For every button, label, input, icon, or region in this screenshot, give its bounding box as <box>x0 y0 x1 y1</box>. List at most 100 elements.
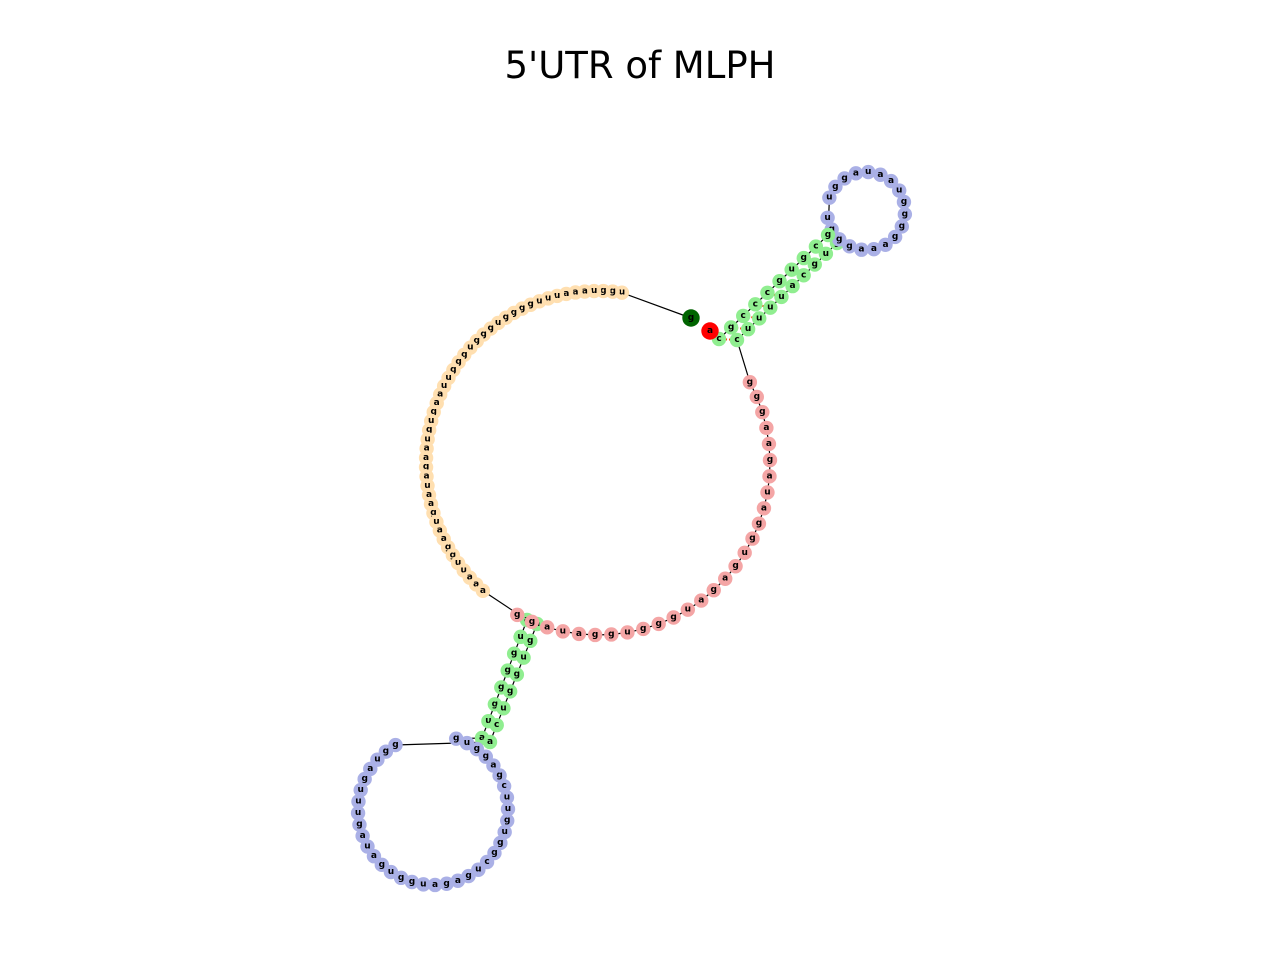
nucleotide-marker <box>496 778 512 794</box>
nucleotide-label: c <box>801 270 806 280</box>
nucleotide-label: u <box>824 213 830 223</box>
nucleotide-label: a <box>473 579 479 589</box>
hairpin-nucleotide: u <box>820 210 835 225</box>
nucleotide-marker <box>509 667 525 682</box>
nucleotide-marker <box>866 241 882 257</box>
nucleotide-label: u <box>778 292 784 302</box>
hairpin-nucleotide: g <box>828 179 843 195</box>
stem-nucleotide: u <box>763 300 778 315</box>
stem-nucleotide: g <box>772 274 787 289</box>
nucleotide-label: g <box>901 197 907 207</box>
nucleotide-label: g <box>379 860 385 870</box>
stem-nucleotide: a <box>482 734 498 750</box>
interior-nucleotide: g <box>510 607 525 623</box>
nucleotide-label: a <box>858 245 864 255</box>
hairpin-nucleotide: g <box>837 171 852 186</box>
interior-nucleotide: u <box>680 602 696 617</box>
nucleotide-marker <box>751 516 767 531</box>
nucleotide-label: g <box>450 550 456 560</box>
stem-nucleotide: u <box>784 262 799 277</box>
nucleotide-label: g <box>492 699 498 709</box>
interior-nucleotide: u <box>620 625 635 640</box>
nucleotide-label: u <box>865 167 871 177</box>
nucleotide-label: g <box>527 636 533 646</box>
nucleotide-label: u <box>433 517 439 527</box>
nucleotide-label: u <box>560 626 566 636</box>
hairpin-nucleotide: u <box>351 794 366 809</box>
nucleotide-label: g <box>902 209 908 219</box>
nucleotide-label: g <box>496 770 502 780</box>
nucleotide-marker <box>894 219 910 234</box>
nucleotide-label: u <box>741 548 747 558</box>
nucleotide-marker <box>896 194 912 210</box>
start-nucleotide: g <box>682 309 700 327</box>
nucleotide-marker <box>680 602 696 617</box>
nucleotide-marker <box>745 531 760 546</box>
nucleotide-label: u <box>355 808 361 818</box>
nucleotide-marker <box>828 179 843 195</box>
nucleotide-marker <box>500 813 515 828</box>
nucleotide-marker <box>762 469 777 484</box>
nucleotide-label: a <box>423 472 429 482</box>
nucleotide-marker <box>762 452 778 468</box>
nucleotide-label: a <box>563 289 569 299</box>
interior-nucleotide: g <box>666 610 681 625</box>
nucleotide-label: g <box>398 873 404 883</box>
stem-nucleotide: g <box>502 684 518 699</box>
nucleotide-label: g <box>529 617 535 627</box>
nucleotide-marker <box>820 227 836 243</box>
nucleotide-label: g <box>767 455 773 465</box>
nucleotide-label: g <box>450 365 456 375</box>
nucleotide-label: a <box>582 287 588 297</box>
nucleotide-marker <box>749 389 765 405</box>
nucleotide-label: g <box>732 561 738 571</box>
nucleotide-label: u <box>495 318 501 328</box>
nucleotide-label: u <box>441 381 447 391</box>
nucleotide-label: a <box>882 240 888 250</box>
stem-nucleotide: g <box>523 633 538 649</box>
nucleotide-marker <box>636 621 651 637</box>
nucleotide-label: g <box>361 774 367 784</box>
nucleotide-marker <box>571 626 587 642</box>
nucleotide-label: a <box>424 444 430 454</box>
nucleotide-marker <box>351 794 366 809</box>
nucleotide-label: a <box>426 490 432 500</box>
nucleotide-label: g <box>711 585 717 595</box>
nucleotide-label: a <box>467 573 473 583</box>
nucleotide-label: c <box>734 335 739 345</box>
nucleotide-label: u <box>475 865 481 875</box>
nucleotide-label: g <box>609 287 615 297</box>
hairpin-nucleotide: g <box>832 232 847 247</box>
nucleotide-marker <box>752 311 767 326</box>
nucleotide-label: u <box>500 703 506 713</box>
nucleotide-label: u <box>756 313 762 323</box>
nucleotide-marker <box>842 239 857 254</box>
interior-nucleotide: g <box>706 583 721 598</box>
nucleotide-marker <box>651 616 666 632</box>
nucleotide-label: g <box>474 744 480 754</box>
nucleotide-marker <box>723 320 739 335</box>
nucleotide-marker <box>682 309 700 327</box>
nucleotide-label: g <box>747 377 753 387</box>
nucleotide-label: u <box>455 558 461 568</box>
nucleotide-marker <box>772 274 787 289</box>
nucleotide-marker <box>897 207 913 222</box>
interior-nucleotide: u <box>737 545 752 561</box>
nucleotide-label: u <box>685 605 691 615</box>
nucleotide-label: g <box>749 534 755 544</box>
hairpin-nucleotide: u <box>497 824 512 840</box>
nucleotide-label: g <box>836 234 842 244</box>
nucleotide-marker <box>760 285 775 300</box>
nucleotide-label: a <box>888 176 894 186</box>
hairpin-nucleotide: g <box>894 219 910 234</box>
stem-nucleotide: u <box>774 289 789 305</box>
nucleotide-marker <box>355 828 370 844</box>
hairpin-nucleotide: u <box>499 790 515 805</box>
interior-nucleotide: g <box>587 627 603 643</box>
nucleotide-marker <box>502 684 518 699</box>
nucleotide-label: g <box>825 230 831 240</box>
nucleotide-label: u <box>428 416 434 426</box>
nucleotide-label: g <box>801 253 807 263</box>
nucleotide-label: g <box>756 519 762 529</box>
stem-nucleotide: g <box>723 320 739 335</box>
